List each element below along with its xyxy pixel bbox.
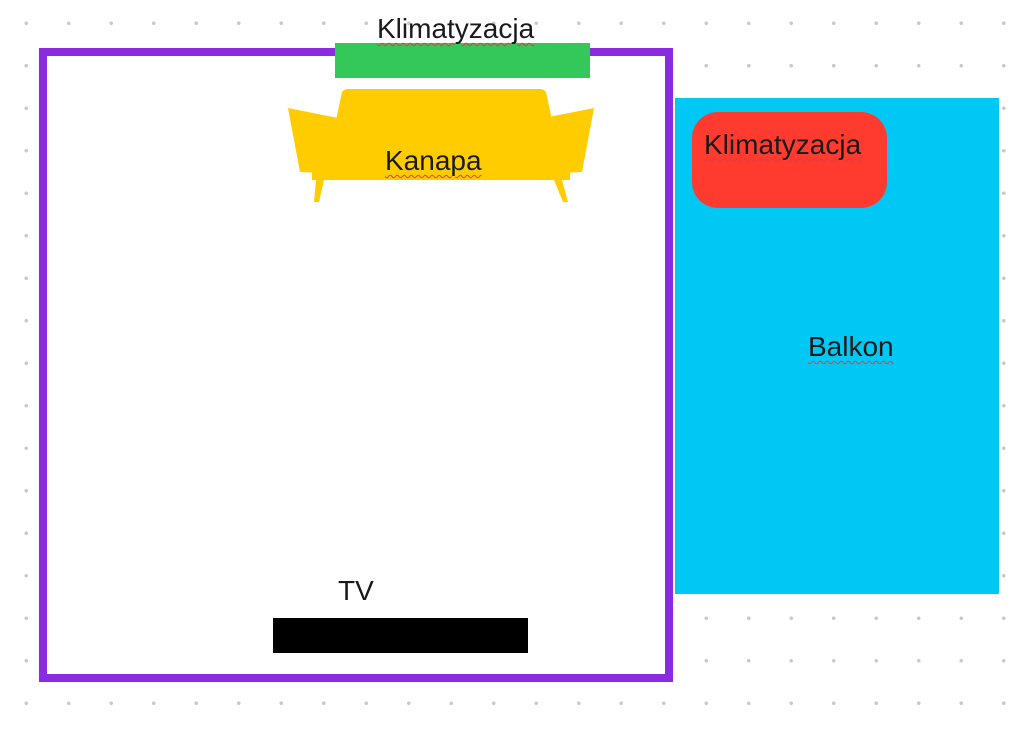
ac-top-label: Klimatyzacja: [377, 13, 535, 44]
tv-unit[interactable]: [273, 618, 528, 653]
ac-balcony-label: Klimatyzacja: [704, 129, 862, 160]
ac-unit-balcony[interactable]: [692, 112, 887, 208]
ac-unit-top[interactable]: [335, 43, 590, 78]
sofa-label: Kanapa: [385, 145, 482, 176]
tv-label: TV: [338, 575, 374, 606]
sofa-icon[interactable]: [286, 88, 596, 206]
balcony-label: Balkon: [808, 331, 894, 362]
